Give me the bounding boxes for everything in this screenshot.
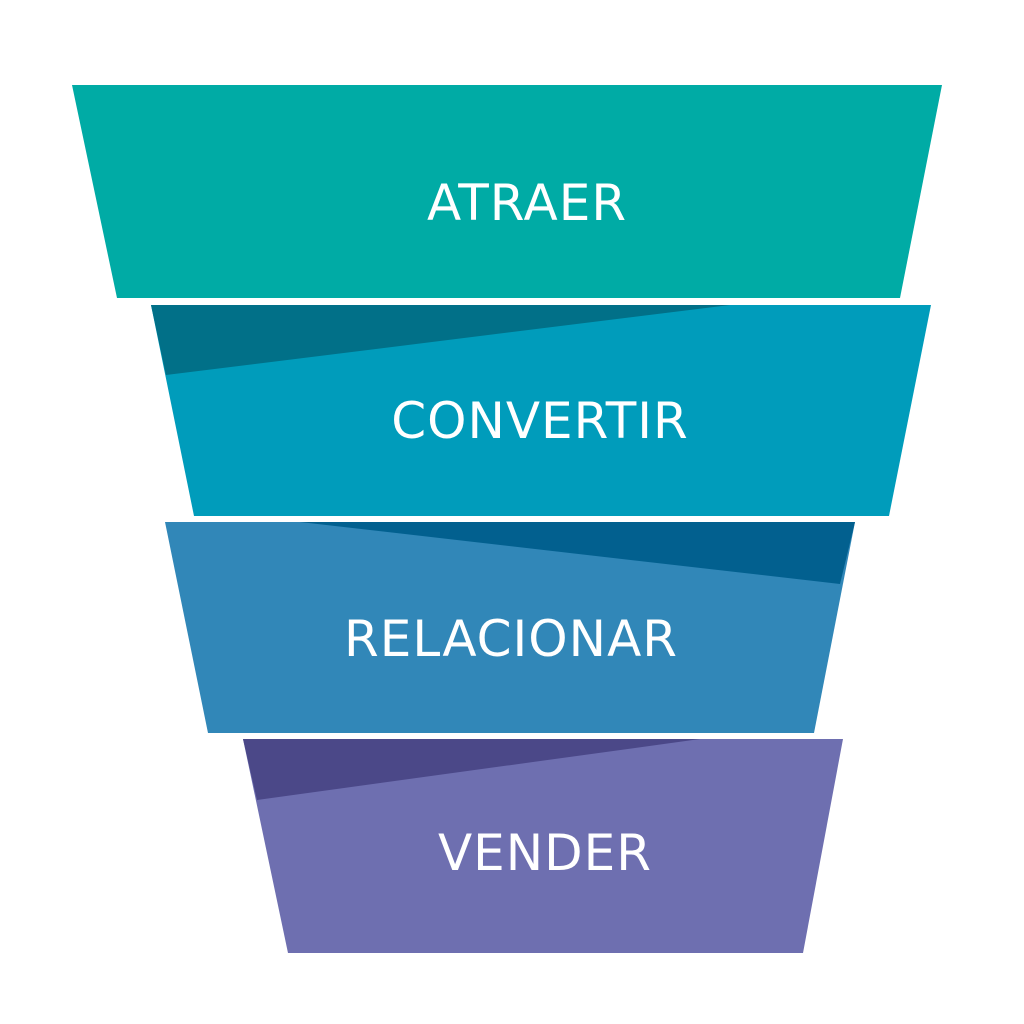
stage-shade xyxy=(243,739,700,800)
stage-band xyxy=(72,85,942,298)
stage-label: ATRAER xyxy=(427,174,627,232)
stage-label: VENDER xyxy=(438,824,652,882)
stage-label: RELACIONAR xyxy=(344,610,678,668)
stage-label: CONVERTIR xyxy=(391,392,689,450)
funnel-stage-convertir: CONVERTIR xyxy=(151,305,931,516)
funnel-stage-relacionar: RELACIONAR xyxy=(165,522,855,733)
stage-band xyxy=(165,522,855,733)
stage-shade xyxy=(151,305,730,375)
stage-shade xyxy=(300,522,855,584)
stage-band xyxy=(243,739,843,953)
funnel-stage-vender: VENDER xyxy=(243,739,843,953)
stage-band xyxy=(151,305,931,516)
funnel-stage-atraer: ATRAER xyxy=(72,85,942,298)
